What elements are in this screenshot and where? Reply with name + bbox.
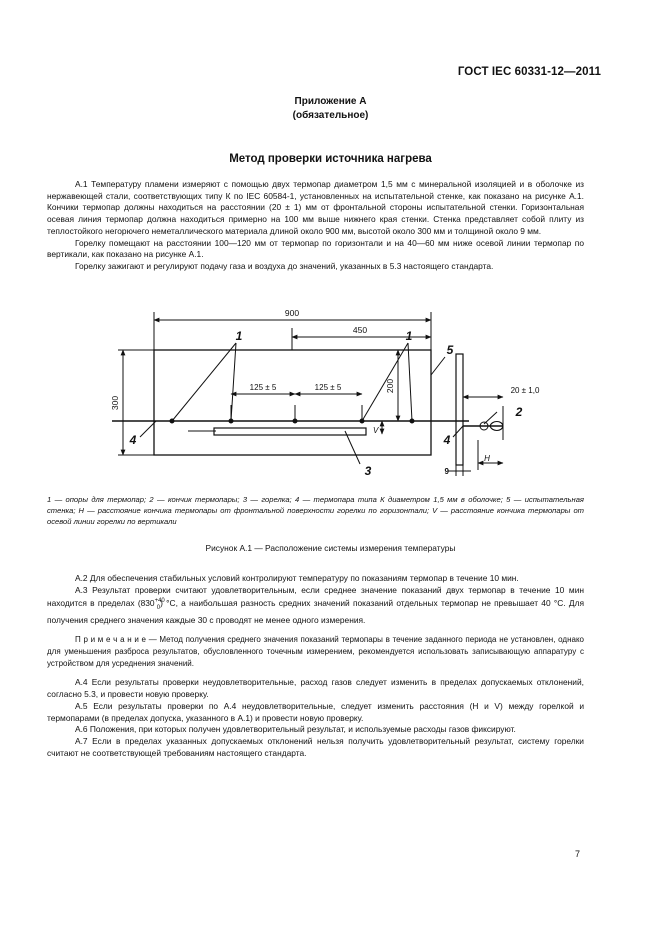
legend-text: 1 — опоры для термопар; 2 — кончик термо… — [47, 495, 584, 526]
figure-caption: Рисунок А.1 — Расположение системы измер… — [205, 543, 456, 553]
paragraph-a4: А.4 Если результаты проверки неудовлетво… — [47, 677, 584, 700]
a3-tolerance-lower: 0 — [156, 604, 161, 611]
callout-3: 3 — [365, 464, 372, 478]
paragraph-a2: А.2 Для обеспечения стабильных условий к… — [75, 573, 519, 583]
a3-text-post: ) °C, а наибольшая разность средних знач… — [47, 598, 584, 625]
callout-2: 2 — [515, 405, 523, 419]
figure-legend: 1 — опоры для термопар; 2 — кончик термо… — [47, 494, 584, 527]
page-number: 7 — [574, 849, 580, 859]
callout-4a: 4 — [129, 433, 137, 447]
dim-450-label: 450 — [353, 325, 367, 335]
document-header: ГОСТ IEC 60331-12—2011 — [457, 66, 601, 78]
a3-text-pre: А.3 Результат проверки считают удовлетво… — [47, 584, 584, 609]
appendix-status: (обязательное) — [292, 110, 369, 121]
paragraph-ignition: Горелку зажигают и регулируют подачу газ… — [75, 260, 494, 271]
wall-side-view — [455, 353, 464, 466]
note-paragraph: П р и м е ч а н и е — Метод получения ср… — [47, 635, 584, 668]
dim-125a-label: 125 ± 5 — [250, 383, 277, 392]
figure-a1-diagram: 900 450 300 200 125 ± 5 125 ± 5 20 ± 1,0… — [110, 308, 540, 478]
label-h: H — [484, 454, 490, 463]
dim-200-label: 200 — [385, 379, 395, 393]
burner-front — [213, 427, 367, 436]
label-v: V — [373, 426, 379, 435]
a3-tolerance-upper: +40 — [154, 598, 165, 605]
appendix-heading: Приложение А (обязательное) — [0, 95, 661, 123]
section-title: Метод проверки источника нагрева — [229, 153, 432, 165]
dim-300-label: 300 — [110, 396, 120, 410]
paragraph-a3: А.3 Результат проверки считают удовлетво… — [47, 585, 584, 627]
paragraph-burner-position: Горелку помещают на расстоянии 100—120 м… — [47, 237, 584, 260]
paragraph-a6: А.6 Положения, при которых получен удовл… — [75, 724, 516, 735]
callout-1a: 1 — [236, 329, 243, 343]
callout-4b: 4 — [443, 433, 451, 447]
dim-20-label: 20 ± 1,0 — [511, 386, 540, 395]
callout-1b: 1 — [406, 329, 413, 343]
dim-900-label: 900 — [285, 308, 299, 318]
paragraph-a1: А.1 Температуру пламени измеряют с помощ… — [47, 179, 584, 236]
paragraph-a5: А.5 Если результаты проверки по А.4 неуд… — [47, 700, 584, 723]
procedure-text: А.2 Для обеспечения стабильных условий к… — [47, 573, 584, 759]
dim-9-label: 9 — [445, 467, 450, 476]
appendix-title: Приложение А — [294, 96, 367, 107]
dim-125b-label: 125 ± 5 — [315, 383, 342, 392]
test-wall — [153, 349, 432, 456]
intro-text: А.1 Температуру пламени измеряют с помощ… — [47, 179, 584, 273]
callout-5: 5 — [447, 343, 454, 357]
paragraph-a7: А.7 Если в пределах указанных допускаемы… — [47, 735, 584, 758]
